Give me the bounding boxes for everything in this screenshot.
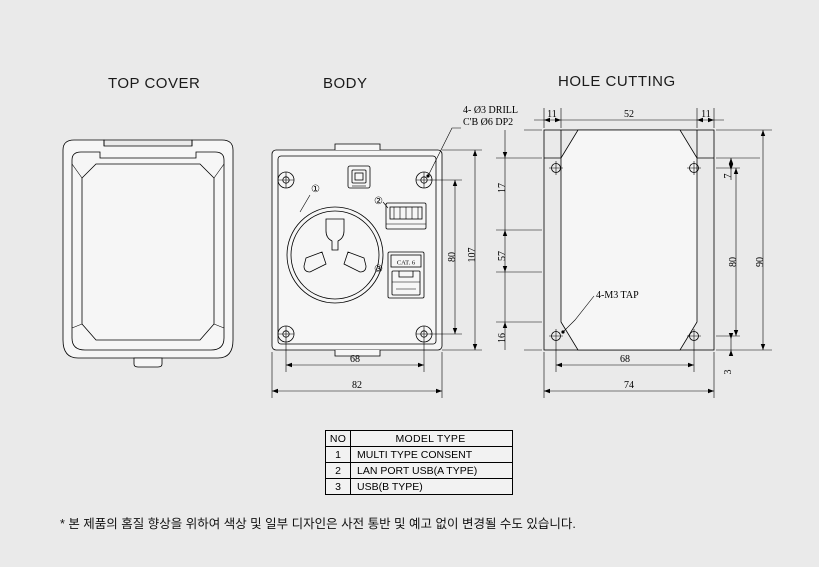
dim-hole-11-right: 11 xyxy=(701,109,711,120)
callout-1-label: ① xyxy=(311,184,320,195)
dim-body-107: 107 xyxy=(442,149,482,351)
dim-hole-90: 90 xyxy=(755,257,766,267)
drill-note: 4- Ø3 DRILL C'B Ø6 DP2 xyxy=(426,105,518,178)
dim-hole-top: 11 52 11 xyxy=(534,108,724,128)
table-cell-no: 2 xyxy=(325,462,351,479)
footnote-text: * 본 제품의 홈질 향상을 위하여 색상 및 일부 디자인은 사전 통반 및 … xyxy=(60,517,576,531)
dim-body-68-label: 68 xyxy=(350,354,360,365)
tap-note-label: 4-M3 TAP xyxy=(596,290,639,301)
dim-hole-57: 57 xyxy=(497,251,508,261)
table-row: 1 MULTI TYPE CONSENT xyxy=(325,446,513,463)
dim-hole-11-left: 11 xyxy=(547,109,557,120)
callout-2-label: ② xyxy=(374,196,383,207)
lan-cat-label: CAT. 6 xyxy=(397,260,416,267)
table-cell-type: LAN PORT USB(A TYPE) xyxy=(350,462,513,479)
dim-hole-16: 16 xyxy=(497,333,508,343)
tap-holes xyxy=(549,161,701,343)
dim-body-68: 68 xyxy=(285,342,425,372)
dim-hole-left: 17 57 16 xyxy=(496,129,542,351)
model-type-table: NO MODEL TYPE 1 MULTI TYPE CONSENT 2 LAN… xyxy=(325,430,513,495)
body-view: CAT. 6 ① ② ③ 4- Ø3 DRILL C'B Ø6 DP2 xyxy=(271,105,518,398)
dim-body-82: 82 xyxy=(271,352,443,398)
usb-a-port xyxy=(385,202,427,230)
multi-consent-outlet xyxy=(286,206,384,304)
dim-body-107-label: 107 xyxy=(467,248,478,263)
top-cover-view xyxy=(62,139,234,368)
dim-body-82-label: 82 xyxy=(352,380,362,391)
drill-note-line2: C'B Ø6 DP2 xyxy=(463,117,513,128)
dim-hole-3: 3 xyxy=(723,370,734,375)
title-body: BODY xyxy=(323,75,368,92)
drill-note-line1: 4- Ø3 DRILL xyxy=(463,105,518,116)
dim-hole-80: 80 xyxy=(728,257,739,267)
dim-hole-68: 68 xyxy=(620,354,630,365)
hole-cutting-view: 4-M3 TAP 11 52 11 xyxy=(496,108,772,398)
table-cell-no: 3 xyxy=(325,478,351,495)
tap-note: 4-M3 TAP xyxy=(561,290,639,334)
dim-hole-bottom: 68 74 xyxy=(543,343,715,398)
table-row: 2 LAN PORT USB(A TYPE) xyxy=(325,462,513,479)
title-hole-cutting: HOLE CUTTING xyxy=(558,73,676,90)
dim-hole-7: 7 xyxy=(723,174,734,179)
table-header-row: NO MODEL TYPE xyxy=(325,430,513,447)
dim-hole-right: 7 80 90 3 xyxy=(716,129,772,375)
dim-hole-52: 52 xyxy=(624,109,634,120)
usb-b-socket xyxy=(347,165,371,189)
dim-hole-74: 74 xyxy=(624,380,634,391)
dim-hole-17: 17 xyxy=(497,183,508,193)
table-header-no: NO xyxy=(325,430,351,447)
dim-body-80-label: 80 xyxy=(447,252,458,262)
table-cell-type: USB(B TYPE) xyxy=(350,478,513,495)
table-cell-no: 1 xyxy=(325,446,351,463)
table-row: 3 USB(B TYPE) xyxy=(325,478,513,495)
body-callouts: ① ② ③ xyxy=(299,184,389,275)
table-header-model-type: MODEL TYPE xyxy=(350,430,513,447)
title-top-cover: TOP COVER xyxy=(108,75,201,92)
dim-body-80: 80 xyxy=(430,179,462,335)
table-cell-type: MULTI TYPE CONSENT xyxy=(350,446,513,463)
callout-3-label: ③ xyxy=(374,264,383,275)
lan-port: CAT. 6 xyxy=(387,251,425,299)
